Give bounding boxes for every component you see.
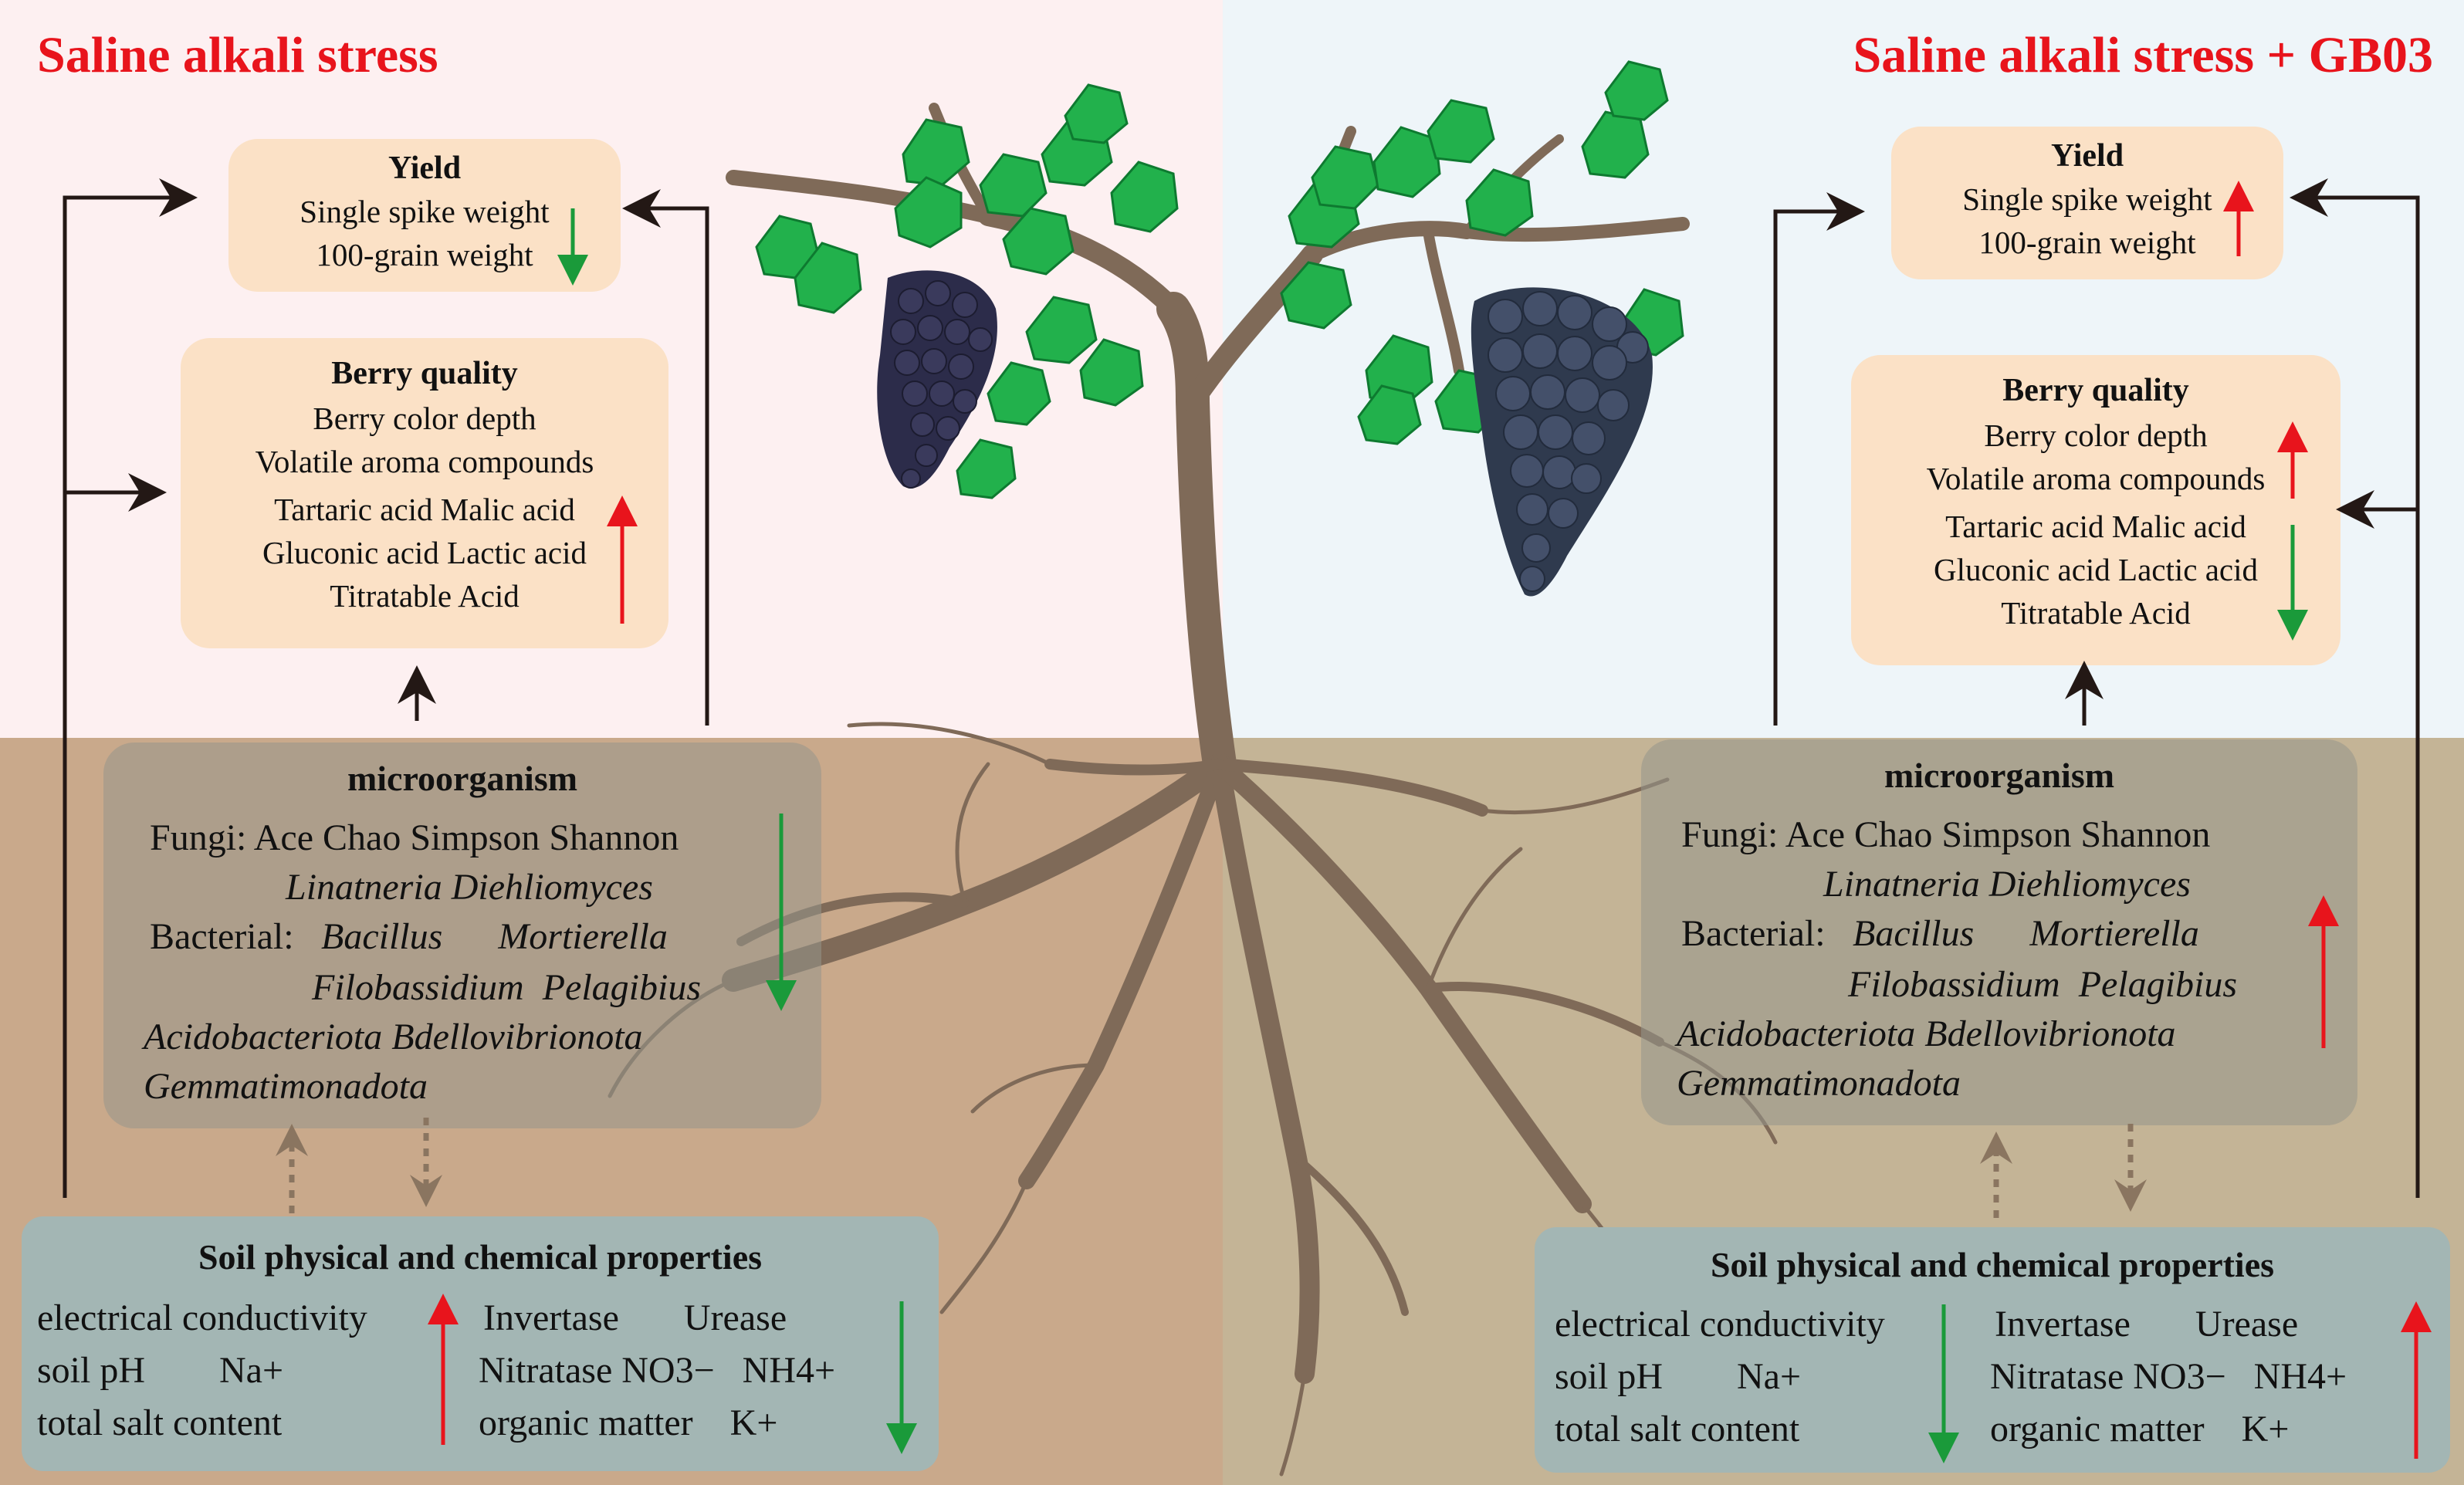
soil-organic-matter: organic matter K+	[479, 1402, 778, 1443]
microorganism-title: microorganism	[1884, 756, 2115, 795]
gluconic-lactic-acid: Gluconic acid Lactic acid	[262, 535, 587, 570]
left-yield-box: Yield Single spike weight 100-grain weig…	[228, 139, 621, 292]
grape-cluster-icon	[877, 270, 1653, 597]
berry-quality-title: Berry quality	[331, 356, 518, 391]
microorganism-title: microorganism	[347, 759, 578, 798]
bacterial-phyla-2: Gemmatimonadota	[1677, 1063, 1961, 1104]
berry-color-depth: Berry color depth	[1984, 418, 2208, 453]
fungi-taxa: Linatneria Diehliomyces	[1823, 864, 2191, 905]
soil-conductivity: electrical conductivity	[1555, 1304, 1885, 1345]
bacterial-taxa-1: Bacillus Mortierella	[1853, 913, 2199, 954]
single-spike-weight: Single spike weight	[300, 194, 550, 229]
left-microorganism-box: microorganism Fungi: Ace Chao Simpson Sh…	[103, 742, 821, 1128]
right-soil-properties-box: Soil physical and chemical properties el…	[1535, 1227, 2450, 1473]
soil-nitrogen: Nitratase NO3− NH4+	[479, 1350, 836, 1391]
titratable-acid: Titratable Acid	[330, 578, 520, 614]
grain-weight: 100-grain weight	[1978, 225, 2196, 260]
left-berry-quality-box: Berry quality Berry color depth Volatile…	[181, 338, 668, 648]
titratable-acid: Titratable Acid	[2001, 595, 2191, 631]
soil-total-salt: total salt content	[37, 1402, 283, 1443]
berry-color-depth: Berry color depth	[313, 401, 536, 436]
soil-enzymes: Invertase Urease	[483, 1297, 787, 1338]
bacterial-taxa-2: Filobassidium Pelagibius	[1848, 964, 2237, 1005]
gluconic-lactic-acid: Gluconic acid Lactic acid	[1933, 552, 2259, 587]
soil-properties-title: Soil physical and chemical properties	[198, 1237, 763, 1277]
fungi-indices: Fungi: Ace Chao Simpson Shannon	[1681, 814, 2211, 855]
right-berry-quality-box: Berry quality Berry color depth Volatile…	[1851, 355, 2340, 665]
soil-enzymes: Invertase Urease	[1995, 1304, 2299, 1345]
tartaric-malic-acid: Tartaric acid Malic acid	[1945, 509, 2246, 544]
bacterial-taxa-2: Filobassidium Pelagibius	[312, 967, 701, 1008]
soil-properties-title: Soil physical and chemical properties	[1710, 1245, 2275, 1284]
single-spike-weight: Single spike weight	[1962, 181, 2212, 217]
bacterial-phyla-1: Acidobacteriota Bdellovibrionota	[144, 1016, 643, 1057]
bacterial-label: Bacterial:	[150, 916, 294, 957]
grain-weight: 100-grain weight	[316, 237, 533, 272]
berry-quality-title: Berry quality	[2002, 373, 2189, 408]
leaf-icon	[755, 60, 1684, 499]
right-yield-box: Yield Single spike weight 100-grain weig…	[1891, 127, 2283, 279]
soil-conductivity: electrical conductivity	[37, 1297, 367, 1338]
right-heading: Saline alkali stress + GB03	[1853, 27, 2434, 83]
left-soil-properties-box: Soil physical and chemical properties el…	[22, 1216, 939, 1471]
soil-ph-na: soil pH Na+	[1555, 1356, 1802, 1397]
tartaric-malic-acid: Tartaric acid Malic acid	[274, 492, 575, 527]
yield-title: Yield	[388, 151, 462, 186]
volatile-aroma-compounds: Volatile aroma compounds	[1926, 461, 2266, 496]
yield-title: Yield	[2050, 138, 2124, 174]
bacterial-label: Bacterial:	[1681, 913, 1826, 954]
soil-organic-matter: organic matter K+	[1990, 1409, 2290, 1449]
left-heading: Saline alkali stress	[37, 27, 438, 83]
soil-nitrogen: Nitratase NO3− NH4+	[1990, 1356, 2347, 1397]
bacterial-phyla-1: Acidobacteriota Bdellovibrionota	[1677, 1013, 2176, 1054]
volatile-aroma-compounds: Volatile aroma compounds	[255, 444, 594, 479]
fungi-indices: Fungi: Ace Chao Simpson Shannon	[150, 817, 679, 858]
bacterial-taxa-1: Bacillus Mortierella	[321, 916, 668, 957]
right-microorganism-box: microorganism Fungi: Ace Chao Simpson Sh…	[1641, 739, 2357, 1125]
fungi-taxa: Linatneria Diehliomyces	[286, 867, 653, 908]
soil-ph-na: soil pH Na+	[37, 1350, 284, 1391]
soil-total-salt: total salt content	[1555, 1409, 1800, 1449]
bacterial-phyla-2: Gemmatimonadota	[144, 1066, 428, 1107]
